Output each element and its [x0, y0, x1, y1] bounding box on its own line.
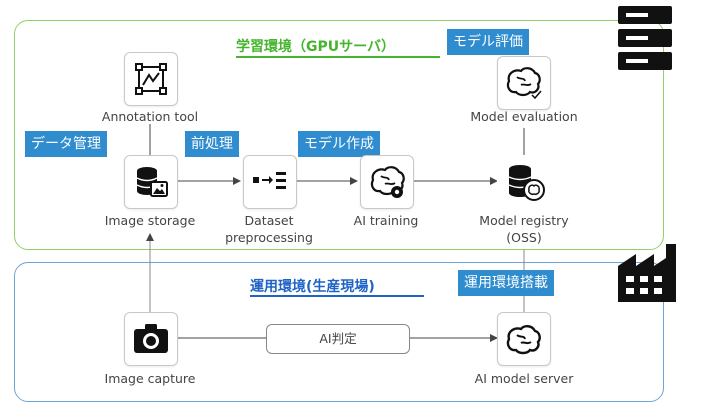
database-image-icon	[136, 167, 168, 197]
tag-model-evaluation: モデル評価	[447, 29, 529, 55]
image-capture-caption: Image capture	[104, 371, 196, 386]
brain-icon	[506, 325, 541, 355]
dataset-preprocessing-caption-line2: preprocessing	[225, 230, 313, 245]
data-transform-icon	[253, 172, 286, 189]
ops-title-underline	[250, 295, 424, 297]
learning-title-underline	[236, 56, 440, 58]
tag-model-building: モデル作成	[298, 131, 380, 157]
image-storage-caption: Image storage	[104, 213, 196, 228]
tag-data-management: データ管理	[25, 131, 107, 157]
brain-gear-icon	[370, 166, 405, 198]
server-icon	[616, 4, 674, 74]
annotation-tool-node[interactable]	[124, 52, 178, 106]
annotation-icon	[135, 63, 167, 95]
factory-icon	[614, 240, 684, 304]
camera-icon	[134, 324, 168, 353]
tag-deployment: 運用環境搭載	[458, 270, 554, 296]
model-evaluation-node[interactable]	[497, 56, 551, 110]
operation-environment-title: 運用環境(生産現場)	[250, 279, 375, 295]
brain-check-icon	[506, 67, 542, 100]
image-storage-node[interactable]	[124, 155, 178, 209]
annotation-tool-caption: Annotation tool	[101, 109, 199, 124]
ai-model-server-caption: AI model server	[474, 371, 574, 386]
model-registry-caption-line1: Model registry	[479, 213, 569, 228]
image-capture-node[interactable]	[124, 312, 178, 366]
tag-preprocessing: 前処理	[185, 131, 239, 157]
ai-inference-label: AI判定	[266, 324, 410, 354]
dataset-preprocessing-node[interactable]	[243, 155, 297, 209]
model-evaluation-caption: Model evaluation	[470, 109, 578, 124]
ai-model-server-node[interactable]	[497, 312, 551, 366]
ai-training-node[interactable]	[360, 155, 414, 209]
ai-training-caption: AI training	[353, 213, 419, 228]
dataset-preprocessing-caption-line1: Dataset	[244, 213, 294, 228]
model-registry-caption-line2: (OSS)	[506, 230, 542, 245]
model-registry-node[interactable]	[497, 155, 551, 209]
database-brain-icon	[508, 165, 545, 201]
learning-environment-title: 学習環境（GPUサーバ）	[236, 39, 395, 55]
